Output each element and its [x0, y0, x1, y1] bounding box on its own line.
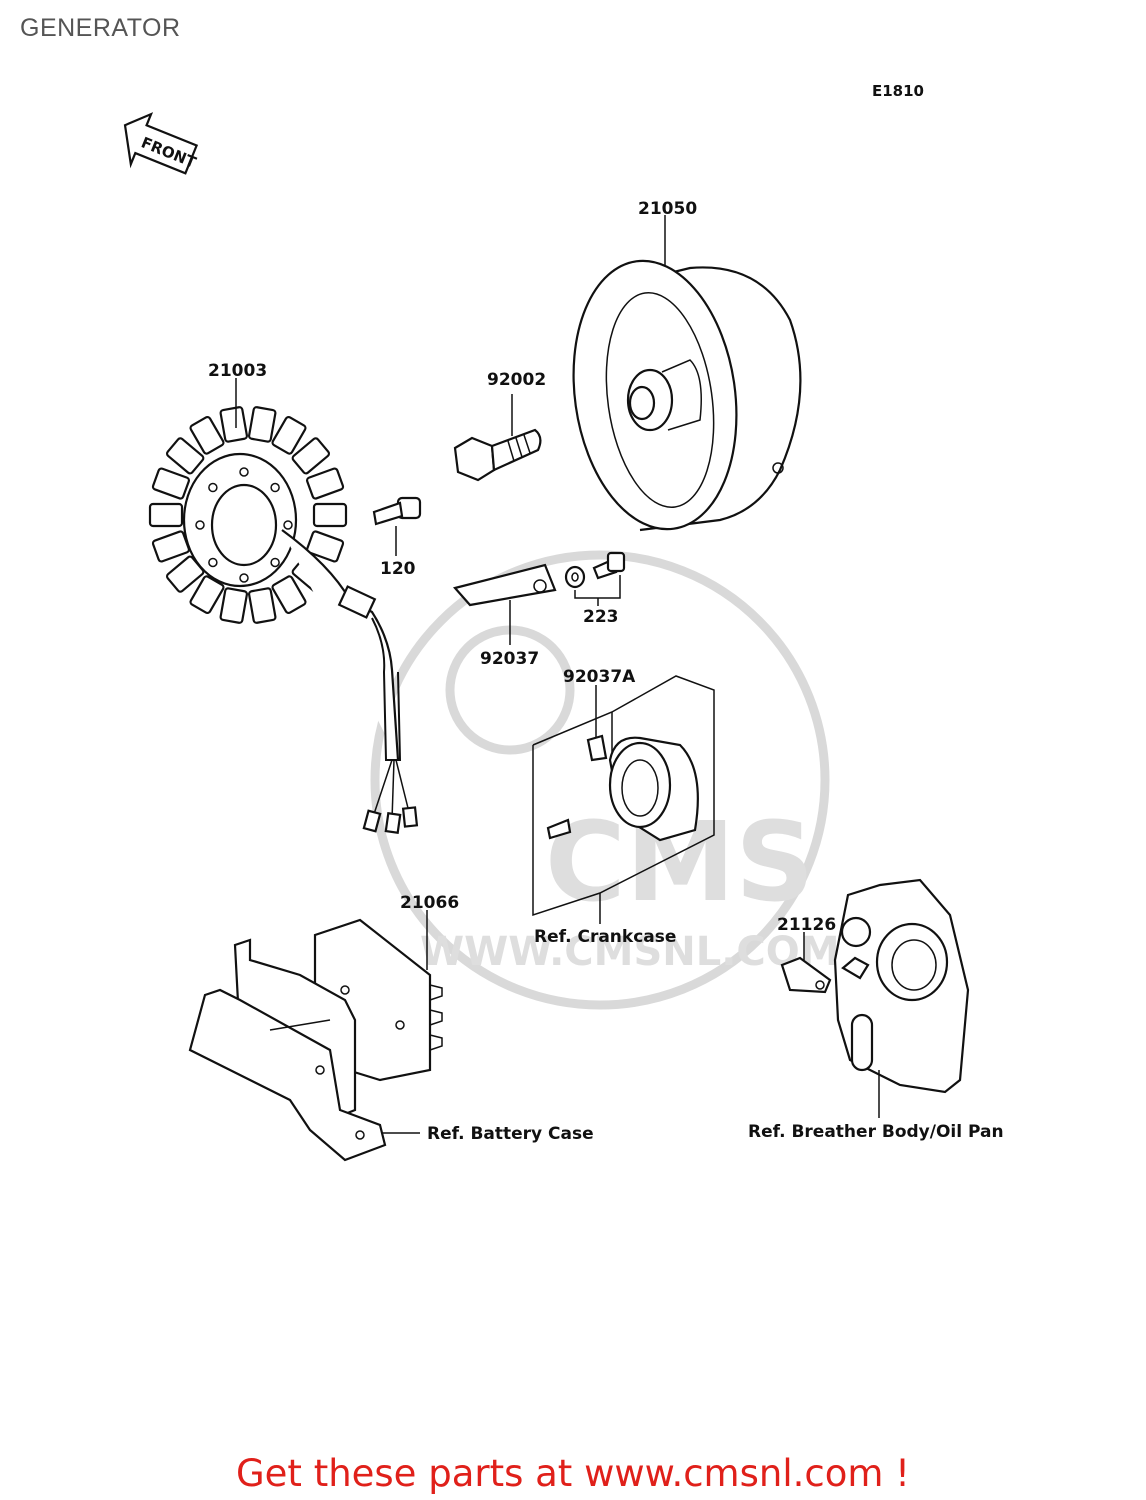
stator-hole	[283, 520, 293, 530]
part-label-223: 223	[583, 607, 619, 627]
stator-hole	[270, 557, 280, 568]
footer-link[interactable]: Get these parts at www.cmsnl.com !	[235, 1452, 910, 1495]
stator-hole	[208, 482, 218, 493]
footer-promo: Get these parts at www.cmsnl.com !	[0, 1452, 1146, 1495]
stator-tooth	[151, 467, 190, 500]
stator-tooth	[312, 502, 348, 528]
part-label-92037: 92037	[480, 649, 539, 669]
stator-tooth	[189, 415, 225, 455]
stator-tooth	[271, 575, 307, 615]
stator-hole	[195, 520, 205, 530]
stator-tooth	[165, 437, 205, 475]
parts-diagram: CMS WWW.CMSNL.COM E1810 FRONT 21050 2100…	[123, 82, 1004, 1162]
stator-tooth	[271, 415, 307, 455]
stator-hole	[270, 482, 280, 493]
ref-crankcase: Ref. Crankcase	[534, 927, 676, 947]
part-label-92037A: 92037A	[563, 667, 636, 687]
stator-tooth	[306, 467, 345, 500]
part-label-92002: 92002	[487, 370, 546, 390]
part-label-21126: 21126	[777, 915, 836, 935]
stator-hole	[208, 557, 218, 568]
stator-tooth	[219, 587, 248, 624]
stator-tooth	[219, 406, 248, 443]
ref-battery-case: Ref. Battery Case	[427, 1124, 594, 1144]
part-label-21050: 21050	[638, 199, 697, 219]
clamp-92037: 92037	[452, 563, 557, 669]
ref-breather: Ref. Breather Body/Oil Pan	[748, 1122, 1004, 1142]
washer-screw-223: 223	[564, 551, 626, 627]
stator-tooth	[306, 530, 345, 563]
stator-tooth	[151, 530, 190, 563]
stator-hole	[239, 467, 249, 477]
part-label-21066: 21066	[400, 893, 459, 913]
stator-tooth	[248, 587, 277, 624]
regulator-battery-case: 21066 Ref. Battery Case	[188, 893, 594, 1162]
crankcase-assembly: 92037A Ref. Crankcase	[532, 667, 715, 947]
part-label-120: 120	[380, 559, 416, 579]
diagram-code: E1810	[872, 82, 924, 100]
stator-tooth	[291, 437, 331, 475]
part-label-21003: 21003	[208, 361, 267, 381]
stator-hole	[239, 573, 249, 583]
stator-tooth	[248, 406, 277, 443]
page-title: GENERATOR	[20, 14, 181, 42]
breather-oil-pan: 21126 Ref. Breather Body/Oil Pan	[748, 878, 1004, 1142]
stator-tooth	[189, 575, 225, 615]
screw-120: 120	[372, 496, 422, 579]
stator: 21003	[148, 361, 419, 834]
bolt-92002: 92002	[453, 370, 546, 482]
stator-tooth	[148, 502, 184, 528]
front-arrow-icon: FRONT	[123, 112, 199, 175]
watermark-url: WWW.CMSNL.COM	[420, 929, 840, 975]
rotor-flywheel: 21050	[572, 199, 802, 532]
